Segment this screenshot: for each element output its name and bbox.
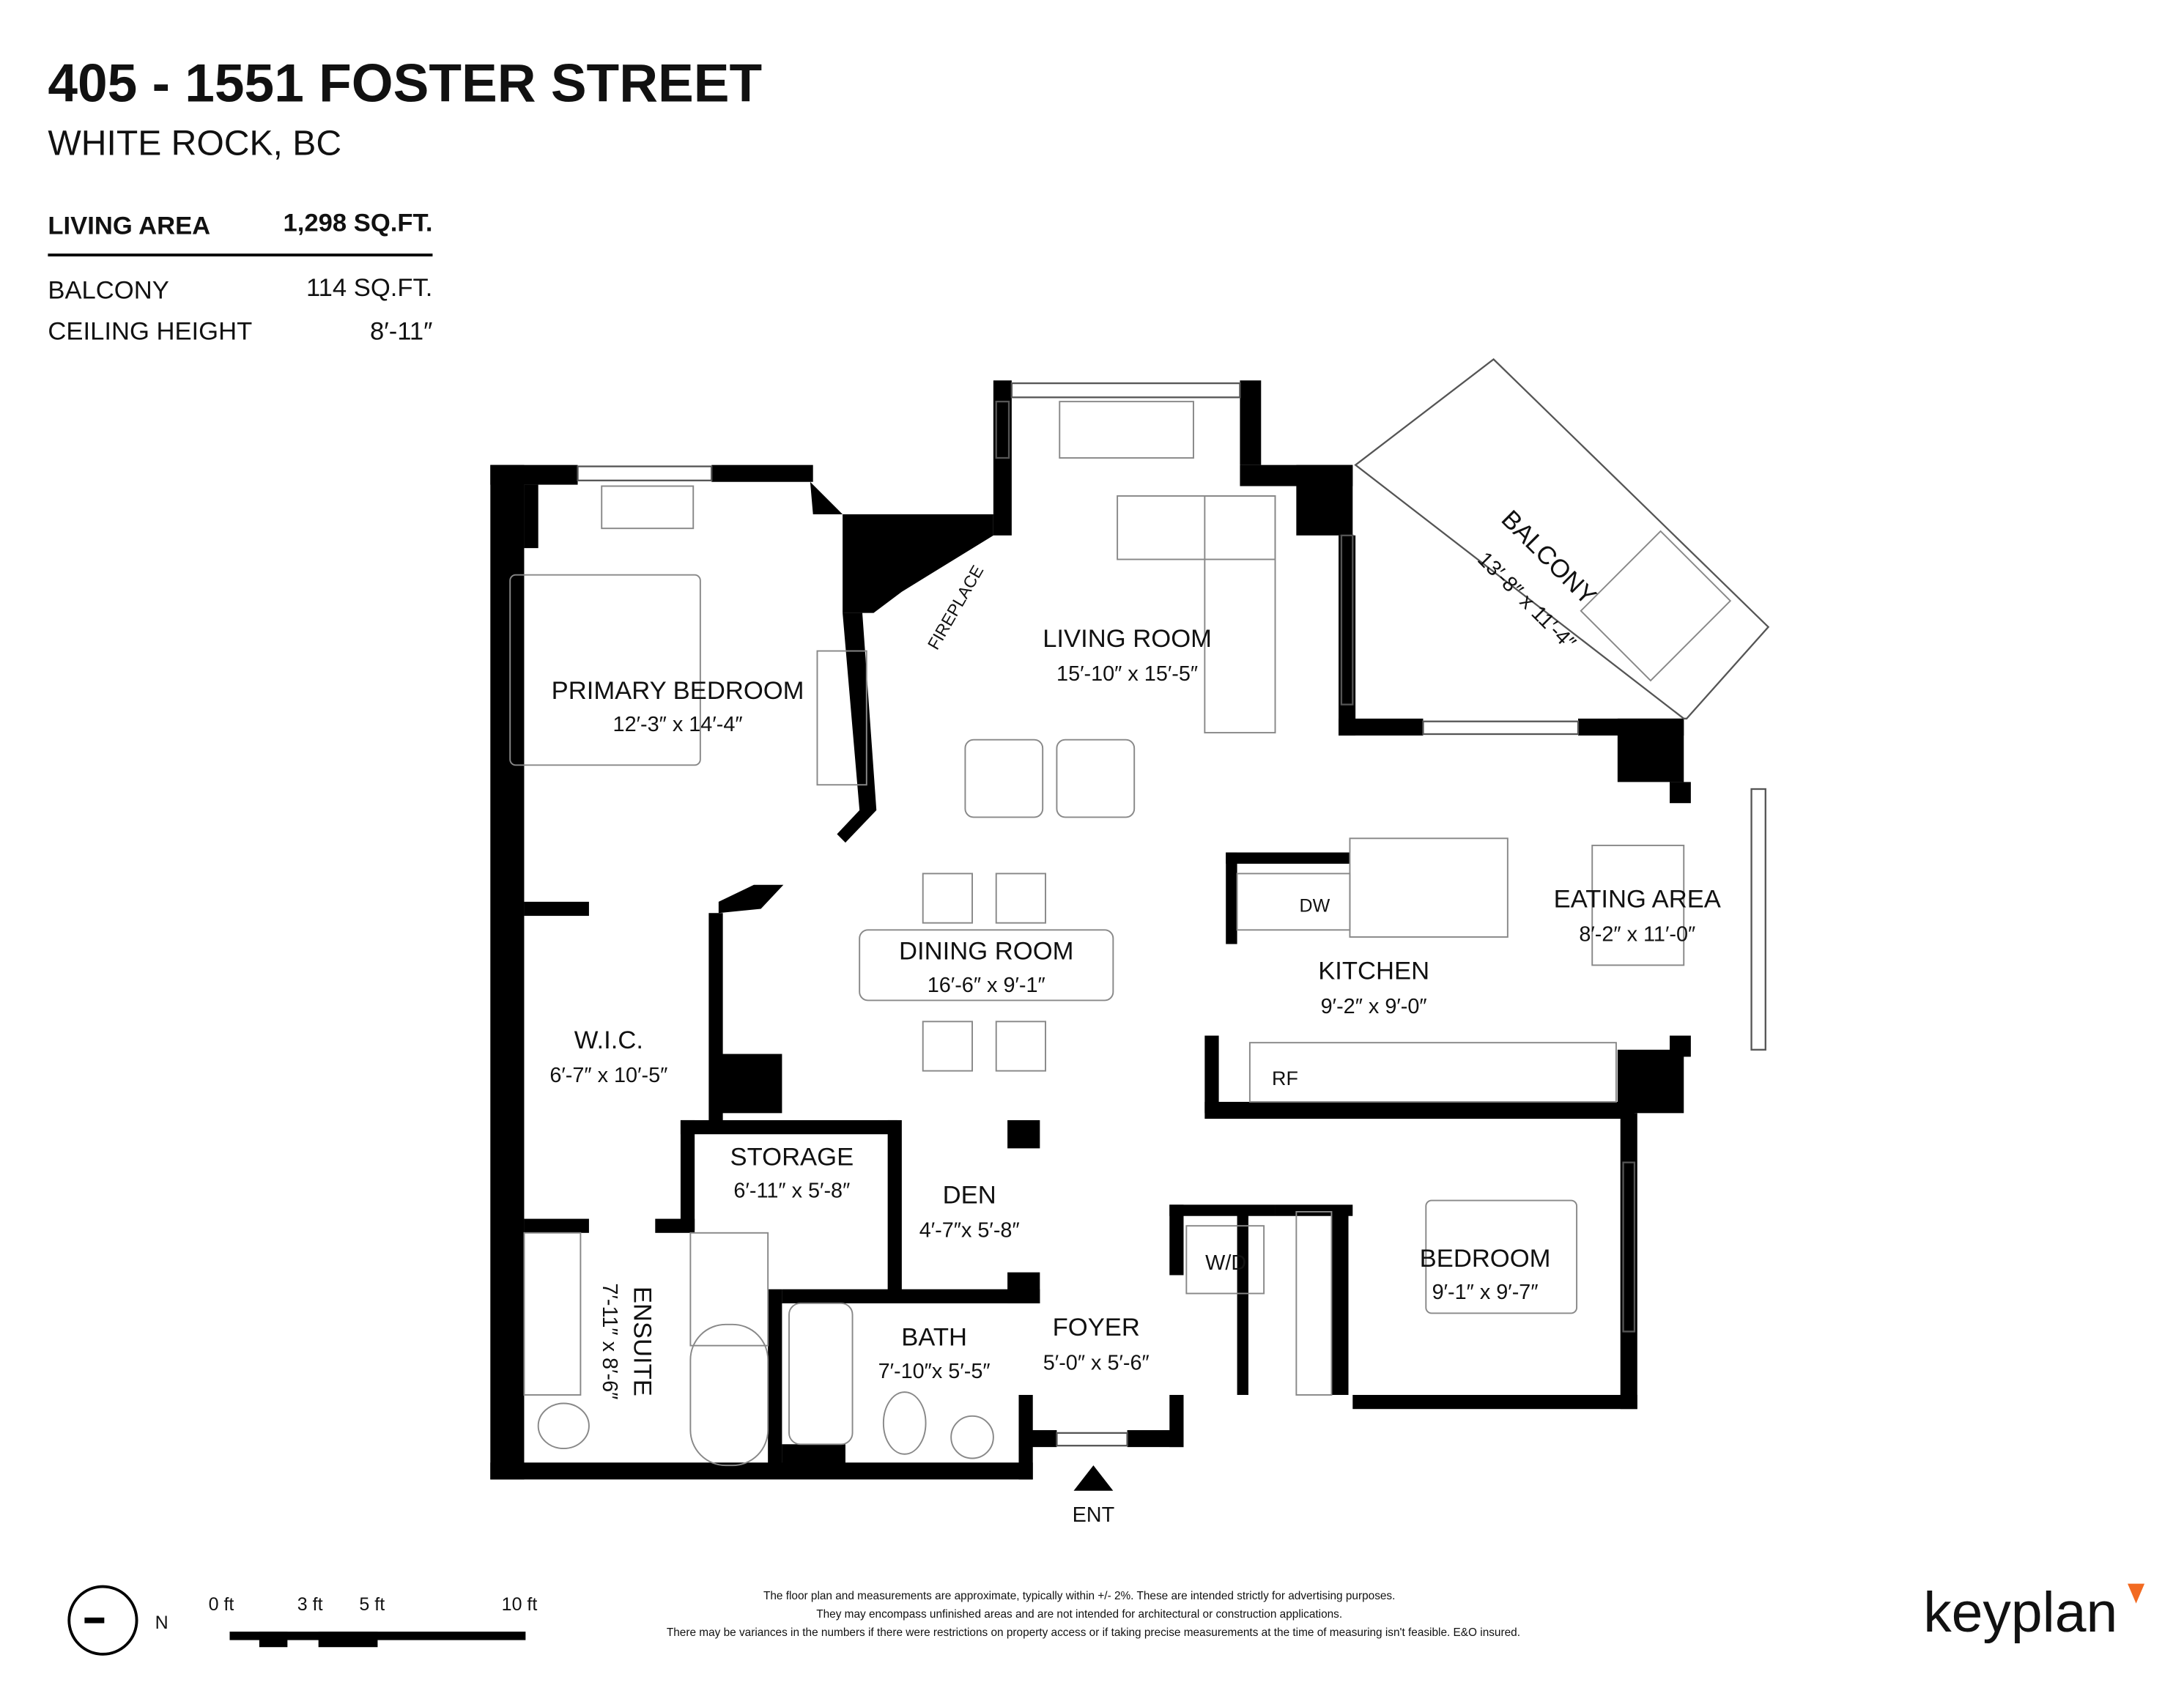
kitchen-dims: 9′-2″ x 9′-0″ — [1321, 995, 1427, 1018]
eating-area-dims: 8′-2″ x 11′-0″ — [1579, 923, 1695, 947]
windows — [577, 382, 1766, 1447]
keyplan-logo-flame-icon — [2128, 1583, 2145, 1604]
balcony-outline — [1354, 358, 1770, 719]
ensuite-dims: 7′-11″ x 8′-6″ — [598, 1283, 621, 1399]
wic-label: W.I.C. — [574, 1026, 643, 1054]
entry-label: ENT — [1073, 1503, 1115, 1527]
dishwasher-label: DW — [1300, 895, 1330, 916]
bath-dims: 7′-10″x 5′-5″ — [878, 1360, 991, 1383]
furniture — [509, 401, 1732, 1467]
compass-north-label: N — [155, 1613, 169, 1633]
living-area-label: LIVING AREA — [48, 212, 210, 240]
entry-arrow-icon — [1073, 1465, 1114, 1491]
keyplan-logo: keyplan — [1923, 1581, 2117, 1644]
fireplace-label: FIREPLACE — [924, 562, 988, 653]
den-dims: 4′-7″x 5′-8″ — [919, 1219, 1020, 1243]
balcony-area-value: 114 SQ.FT. — [306, 274, 432, 302]
dining-room-label: DINING ROOM — [899, 938, 1073, 966]
foyer-dims: 5′-0″ x 5′-6″ — [1043, 1351, 1150, 1374]
storage-dims: 6′-11″ x 5′-8″ — [733, 1180, 850, 1203]
property-title: 405 - 1551 FOSTER STREET — [48, 53, 762, 113]
wic-dims: 6′-7″ x 10′-5″ — [549, 1064, 667, 1087]
scale-tick-3: 3 ft — [297, 1594, 323, 1615]
disclaimer-line-2: They may encompass unfinished areas and … — [816, 1608, 1342, 1621]
compass-icon — [67, 1585, 138, 1656]
scale-bar: 0 ft 3 ft 5 ft 10 ft — [209, 1594, 538, 1648]
ensuite-label: ENSUITE — [628, 1287, 656, 1396]
eating-area-label: EATING AREA — [1554, 886, 1722, 914]
washer-dryer — [1185, 1225, 1265, 1295]
washer-dryer-label: W/D — [1205, 1251, 1246, 1275]
dining-room-dims: 16′-6″ x 9′-1″ — [928, 974, 1045, 997]
bedroom-label: BEDROOM — [1420, 1245, 1551, 1273]
living-room-dims: 15′-10″ x 15′-5″ — [1056, 662, 1198, 686]
ceiling-height-value: 8′-11″ — [370, 317, 432, 345]
bath-label: BATH — [901, 1324, 967, 1352]
fridge-label: RF — [1272, 1067, 1298, 1089]
bedroom-dims: 9′-1″ x 9′-7″ — [1432, 1281, 1539, 1304]
foyer-label: FOYER — [1053, 1314, 1140, 1341]
storage-label: STORAGE — [730, 1143, 854, 1171]
living-area-value: 1,298 SQ.FT. — [284, 209, 433, 237]
disclaimer-line-3: There may be variances in the numbers if… — [667, 1626, 1520, 1639]
primary-bedroom-dims: 12′-3″ x 14′-4″ — [613, 713, 743, 736]
scale-tick-5: 5 ft — [359, 1594, 385, 1615]
den-label: DEN — [943, 1181, 996, 1209]
property-city: WHITE ROCK, BC — [48, 124, 341, 163]
disclaimer-line-1: The floor plan and measurements are appr… — [763, 1590, 1395, 1602]
kitchen-label: KITCHEN — [1318, 958, 1429, 985]
scale-tick-10: 10 ft — [502, 1594, 538, 1615]
living-room-label: LIVING ROOM — [1043, 625, 1212, 653]
primary-bedroom-label: PRIMARY BEDROOM — [552, 677, 804, 705]
ceiling-height-label: CEILING HEIGHT — [48, 317, 252, 345]
scale-tick-0: 0 ft — [209, 1594, 234, 1615]
room-labels: PRIMARY BEDROOM 12′-3″ x 14′-4″ FIREPLAC… — [549, 506, 1721, 1400]
walls — [490, 380, 1691, 1480]
balcony-area-label: BALCONY — [48, 277, 169, 305]
